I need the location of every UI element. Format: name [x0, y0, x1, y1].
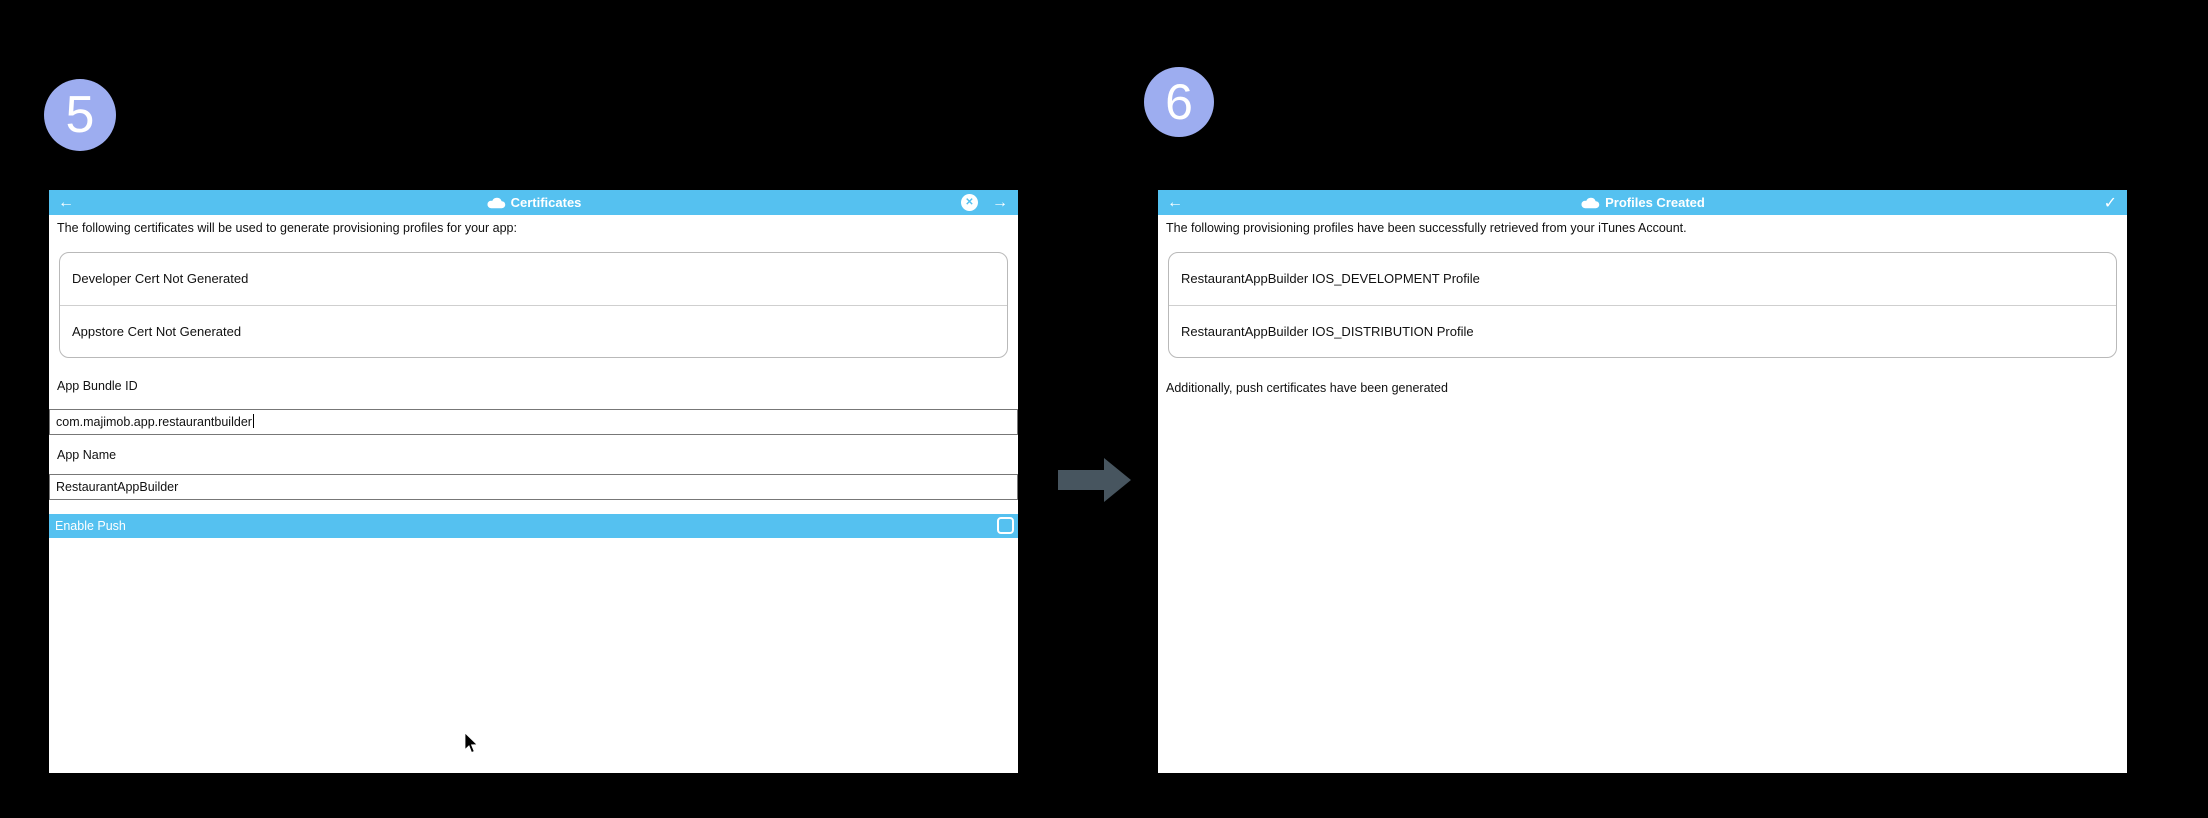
- flow-arrow-icon: [1058, 458, 1131, 502]
- step-6-number: 6: [1165, 74, 1193, 130]
- certificates-title: Certificates: [510, 195, 582, 210]
- list-item-appstore-cert[interactable]: Appstore Cert Not Generated: [60, 305, 1007, 358]
- text-caret: [252, 414, 254, 428]
- step-6-badge: 6: [1144, 67, 1214, 137]
- enable-push-row[interactable]: Enable Push: [49, 514, 1018, 538]
- certificates-header: ← Certificates ✕ →: [49, 190, 1018, 215]
- certificates-panel: ← Certificates ✕ → The following certifi…: [49, 190, 1018, 773]
- list-item-developer-cert[interactable]: Developer Cert Not Generated: [72, 271, 249, 286]
- step-5-number: 5: [65, 86, 95, 144]
- app-name-input[interactable]: RestaurantAppBuilder: [49, 474, 1018, 500]
- step-5-badge: 5: [44, 79, 116, 151]
- cloud-icon: [1581, 197, 1600, 209]
- profiles-header: ← Profiles Created ✓: [1158, 190, 2127, 215]
- certificates-intro-text: The following certificates will be used …: [57, 221, 517, 235]
- profiles-list: RestaurantAppBuilder IOS_DEVELOPMENT Pro…: [1168, 252, 2117, 358]
- back-arrow-icon[interactable]: ←: [1167, 194, 1183, 211]
- cloud-icon: [487, 197, 505, 209]
- certificates-header-title-group: Certificates: [49, 190, 1018, 215]
- app-bundle-id-input[interactable]: com.majimob.app.restaurantbuilder: [49, 409, 1018, 435]
- list-item-development-profile[interactable]: RestaurantAppBuilder IOS_DEVELOPMENT Pro…: [1181, 271, 1480, 286]
- cert-status-list: Developer Cert Not Generated Appstore Ce…: [59, 252, 1008, 358]
- push-certificates-note: Additionally, push certificates have bee…: [1166, 381, 1448, 395]
- app-bundle-id-value: com.majimob.app.restaurantbuilder: [56, 415, 252, 429]
- enable-push-checkbox[interactable]: [997, 517, 1014, 534]
- app-name-value: RestaurantAppBuilder: [56, 480, 179, 494]
- certificates-header-actions: ✕ →: [961, 194, 1008, 212]
- close-icon[interactable]: ✕: [961, 194, 978, 211]
- profiles-header-actions: ✓: [2104, 193, 2117, 213]
- back-arrow-icon[interactable]: ←: [58, 194, 74, 211]
- forward-arrow-icon[interactable]: →: [992, 193, 1008, 211]
- app-name-label: App Name: [57, 448, 117, 462]
- list-item-distribution-profile[interactable]: RestaurantAppBuilder IOS_DISTRIBUTION Pr…: [1169, 305, 2116, 358]
- checkmark-icon[interactable]: ✓: [2103, 194, 2117, 212]
- profiles-intro-text: The following provisioning profiles have…: [1166, 221, 1687, 235]
- profiles-created-title: Profiles Created: [1605, 195, 1705, 210]
- app-bundle-id-label: App Bundle ID: [57, 379, 138, 393]
- enable-push-label: Enable Push: [55, 519, 126, 533]
- mouse-cursor: [464, 733, 478, 754]
- profiles-header-title-group: Profiles Created: [1158, 190, 2127, 215]
- profiles-created-panel: ← Profiles Created ✓ The following provi…: [1158, 190, 2127, 773]
